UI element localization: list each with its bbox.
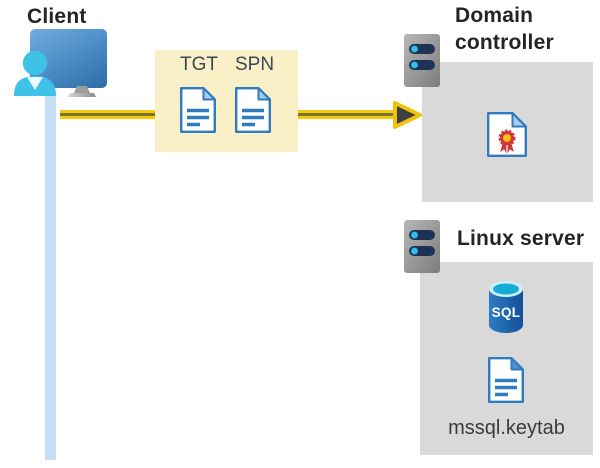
- tgt-document-icon: [180, 87, 216, 133]
- client-timeline-line: [45, 94, 56, 460]
- sql-database-icon: SQL: [489, 281, 523, 333]
- linux-server-icon: [404, 220, 440, 273]
- client-title: Client: [27, 5, 87, 28]
- monitor-stand-icon: [68, 86, 96, 97]
- keytab-document-icon: [488, 357, 524, 403]
- spn-document-icon: [235, 87, 271, 133]
- sql-icon-text: SQL: [492, 305, 521, 320]
- linux-server-title: Linux server: [457, 227, 585, 250]
- spn-label: SPN: [235, 54, 275, 75]
- tgt-label: TGT: [180, 54, 218, 75]
- person-icon: [14, 50, 56, 96]
- arrow-right-icon: [393, 101, 422, 129]
- domain-controller-title: Domain controller: [455, 4, 554, 54]
- token-box: [155, 50, 298, 152]
- domain-controller-server-icon: [404, 34, 440, 87]
- certificate-icon: [487, 112, 527, 157]
- keytab-filename-label: mssql.keytab: [448, 417, 565, 439]
